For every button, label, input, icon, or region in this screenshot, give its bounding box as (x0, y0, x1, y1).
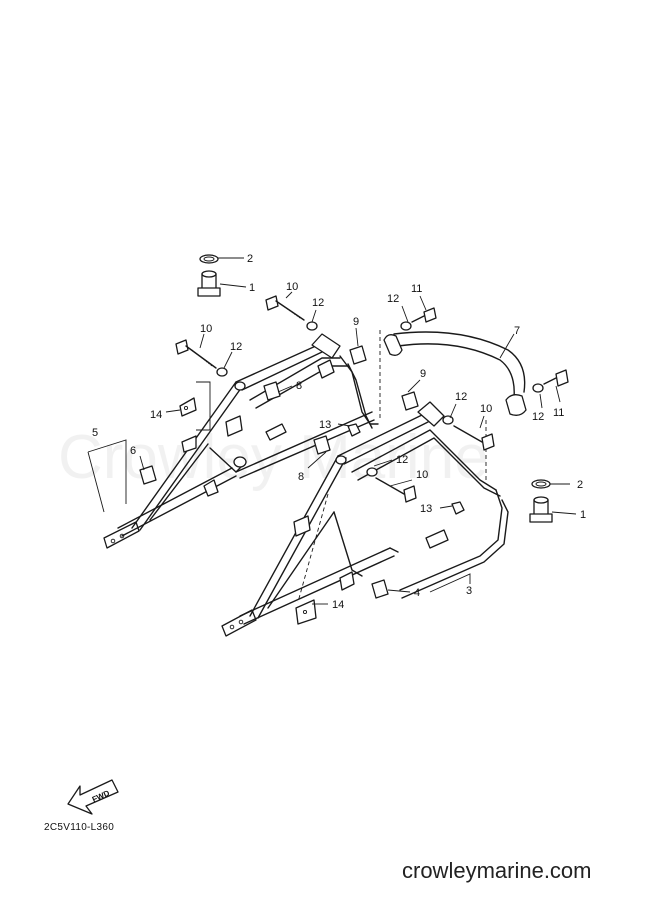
washer-12-b (216, 367, 228, 377)
washer-12-c (400, 321, 412, 331)
right-frame-assembly (221, 401, 509, 637)
callout-13-a: 13 (319, 419, 331, 431)
right-bracket-plate-14 (295, 599, 317, 625)
callout-1-top: 1 (249, 282, 255, 294)
plug-assembly-top (197, 254, 221, 297)
washer-12-a (306, 321, 318, 331)
callout-9-a: 9 (353, 316, 359, 328)
callout-3: 3 (466, 585, 472, 597)
callout-10-a: 10 (286, 281, 298, 293)
callout-12-b: 12 (230, 341, 242, 353)
callout-2-right: 2 (577, 479, 583, 491)
callout-14-b: 14 (332, 599, 344, 611)
left-frame-top-bracket (311, 333, 341, 359)
callout-11-b: 11 (553, 407, 564, 419)
callout-12-d: 12 (455, 391, 467, 403)
callout-11-a: 11 (411, 283, 422, 295)
fwd-arrow-icon: FWD (67, 779, 119, 815)
part-code-label: 2C5V110-L360 (44, 822, 115, 833)
callout-7: 7 (514, 325, 520, 337)
callout-12-c: 12 (387, 293, 399, 305)
callout-2-top: 2 (247, 253, 253, 265)
callout-4: 4 (414, 587, 420, 599)
left-frame-assembly (103, 333, 379, 549)
upper-tube-left-cap (383, 334, 403, 356)
callout-9-b: 9 (420, 368, 426, 380)
washer-12-d (442, 415, 454, 425)
callout-12-a: 12 (312, 297, 324, 309)
callout-1-right: 1 (580, 509, 586, 521)
callout-13-b: 13 (420, 503, 432, 515)
bolt-11-b (555, 369, 569, 387)
washer-12-f (366, 467, 378, 477)
callout-12-f: 12 (396, 454, 408, 466)
washer-12-e (532, 383, 544, 393)
callout-labels: 2 1 10 12 10 12 9 8 14 5 6 13 12 11 7 9 … (92, 253, 586, 611)
collar-9-a (349, 345, 367, 365)
callout-6: 6 (130, 445, 136, 457)
bolt-10-c (453, 425, 495, 451)
collar-9-b (401, 391, 419, 411)
nut-13-b (451, 501, 465, 515)
nut-13-a (347, 423, 361, 437)
right-frame-top-bracket (417, 401, 445, 427)
site-url-label: crowleymarine.com (402, 858, 592, 883)
connection-dashes (297, 330, 487, 603)
leader-lines (87, 257, 577, 605)
callout-12-e: 12 (532, 411, 544, 423)
callout-10-b: 10 (200, 323, 212, 335)
bolt-11-a (423, 307, 437, 323)
plug-assembly-right (529, 479, 553, 523)
upper-tube-7 (383, 331, 527, 416)
bolt-10-b (175, 339, 217, 369)
bolt-10-d (375, 477, 417, 503)
collar-8-a (263, 381, 281, 401)
callout-10-c: 10 (480, 403, 492, 415)
bolt-10-a (265, 295, 305, 321)
left-frame-foot-plate (103, 521, 140, 549)
left-bracket-plate-14 (179, 397, 197, 417)
callout-14-a: 14 (150, 409, 162, 421)
collar-8-b (313, 435, 331, 455)
cap-6 (139, 465, 157, 485)
callout-8-a: 8 (296, 380, 302, 392)
cap-4 (371, 579, 389, 599)
callout-10-d: 10 (416, 469, 428, 481)
upper-tube-right-cap (505, 394, 527, 416)
callout-5: 5 (92, 427, 98, 439)
callout-8-b: 8 (298, 471, 304, 483)
